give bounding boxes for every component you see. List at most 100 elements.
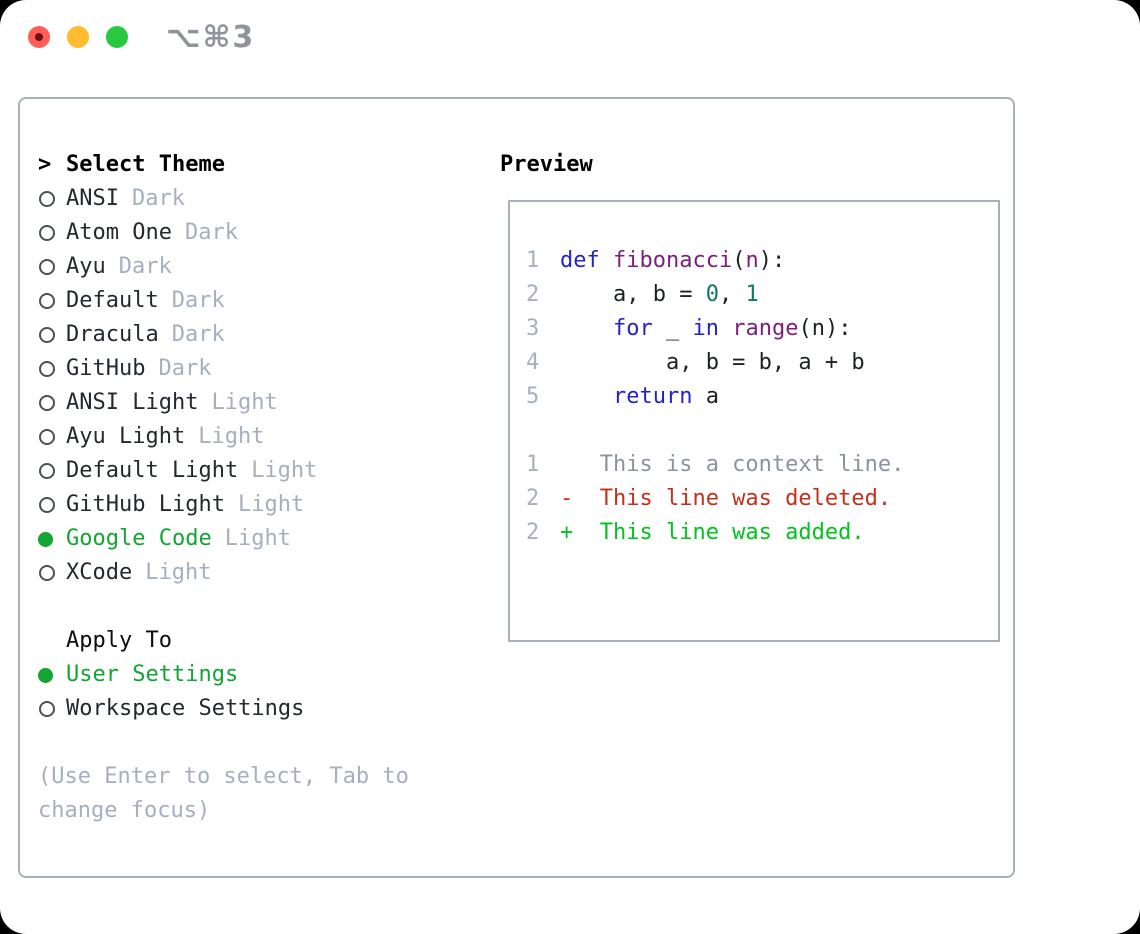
radio-icon (38, 327, 66, 343)
theme-variant-badge: Light (251, 458, 318, 483)
code-token: a, b = b, a + b (560, 350, 865, 375)
line-number: 5 (526, 384, 540, 409)
zoom-button[interactable] (106, 26, 128, 48)
code-line: 5 return a (526, 380, 998, 414)
code-token: fibonacci (613, 248, 733, 273)
theme-item-dracula[interactable]: Dracula Dark (38, 318, 409, 352)
theme-variant-badge: Light (224, 526, 291, 551)
theme-name: Google Code (66, 526, 212, 551)
radio-icon (38, 395, 66, 411)
code-token (560, 316, 613, 341)
theme-name: Ayu (66, 254, 106, 279)
theme-name: GitHub (66, 356, 146, 381)
apply-option-label: User Settings (66, 662, 239, 687)
diff-text: This is a context line. (560, 452, 905, 477)
theme-name: ANSI Light (66, 390, 199, 415)
theme-name: ANSI (66, 186, 119, 211)
theme-name: Dracula (66, 322, 159, 347)
code-token (600, 248, 613, 273)
code-token: 0 (705, 282, 719, 307)
code-text: for _ in range(n): (560, 312, 851, 346)
code-line: 1 def fibonacci(n): (526, 244, 998, 278)
theme-variant-badge: Dark (171, 322, 225, 347)
theme-variant-badge: Dark (184, 220, 238, 245)
line-number: 1 (526, 248, 540, 273)
code-token: range (732, 316, 799, 341)
diff-line-context: 1 This is a context line. (526, 448, 998, 482)
code-token: ( (732, 248, 746, 273)
apply-option-label: Workspace Settings (66, 696, 305, 721)
theme-variant-badge: Dark (158, 356, 212, 381)
apply-to-header: Apply To (38, 624, 409, 658)
radio-icon (38, 225, 66, 241)
code-text: a, b = b, a + b (560, 346, 865, 380)
diff-text: + This line was added. (560, 520, 865, 545)
select-theme-title: Select Theme (66, 152, 225, 177)
apply-option-user-settings[interactable]: User Settings (38, 658, 409, 692)
minimize-button[interactable] (67, 26, 89, 48)
theme-list-header: > Select Theme (38, 148, 409, 182)
code-token: a, b = (560, 282, 706, 307)
theme-variant-badge: Light (211, 390, 278, 415)
code-token: n (745, 248, 759, 273)
theme-item-github[interactable]: GitHub Dark (38, 352, 409, 386)
code-token (719, 316, 732, 341)
code-line: 3 for _ in range(n): (526, 312, 998, 346)
diff-line-deleted: 2- This line was deleted. (526, 482, 998, 516)
code-token: for (612, 316, 653, 341)
code-token: (n): (798, 316, 852, 341)
help-text: (Use Enter to select, Tab to change focu… (38, 760, 409, 828)
code-token (560, 384, 613, 409)
close-button[interactable] (28, 26, 50, 48)
radio-icon (38, 361, 66, 377)
radio-icon (38, 701, 66, 717)
code-token: a (692, 384, 719, 409)
selected-radio-icon (38, 531, 66, 547)
code-line: 4 a, b = b, a + b (526, 346, 998, 380)
code-token: _ (652, 316, 693, 341)
theme-item-ansi-light[interactable]: ANSI Light Light (38, 386, 409, 420)
theme-variant-badge: Dark (171, 288, 225, 313)
cursor-prompt-icon: > (38, 152, 52, 177)
apply-option-workspace-settings[interactable]: Workspace Settings (38, 692, 409, 726)
code-text: a, b = 0, 1 (560, 278, 759, 312)
code-text: def fibonacci(n): (560, 244, 785, 278)
theme-item-default-light[interactable]: Default Light Light (38, 454, 409, 488)
theme-name: Ayu Light (66, 424, 186, 449)
titlebar (28, 26, 145, 48)
theme-item-atom-one[interactable]: Atom One Dark (38, 216, 409, 250)
line-number: 2 (526, 520, 540, 545)
diff-line-added: 2 + This line was added. (526, 516, 998, 550)
line-number: 2 (526, 282, 540, 307)
radio-icon (38, 293, 66, 309)
theme-name: Atom One (66, 220, 172, 245)
code-token: , (718, 282, 746, 307)
theme-variant-badge: Light (198, 424, 265, 449)
theme-name: Default Light (66, 458, 239, 483)
apply-to-title: Apply To (66, 628, 172, 653)
blank-line (526, 414, 998, 448)
radio-icon (38, 429, 66, 445)
line-number: 3 (526, 316, 540, 341)
code-token: ): (758, 248, 786, 273)
line-number: 2 (526, 486, 540, 511)
window-title: ⌥⌘3 (166, 20, 256, 55)
radio-icon (38, 497, 66, 513)
help-line-1: (Use Enter to select, Tab to (38, 764, 409, 789)
theme-name: XCode (66, 560, 133, 585)
radio-icon (38, 259, 66, 275)
theme-item-google-code[interactable]: Google Code Light (38, 522, 409, 556)
theme-item-ayu-light[interactable]: Ayu Light Light (38, 420, 409, 454)
line-number: 1 (526, 452, 540, 477)
